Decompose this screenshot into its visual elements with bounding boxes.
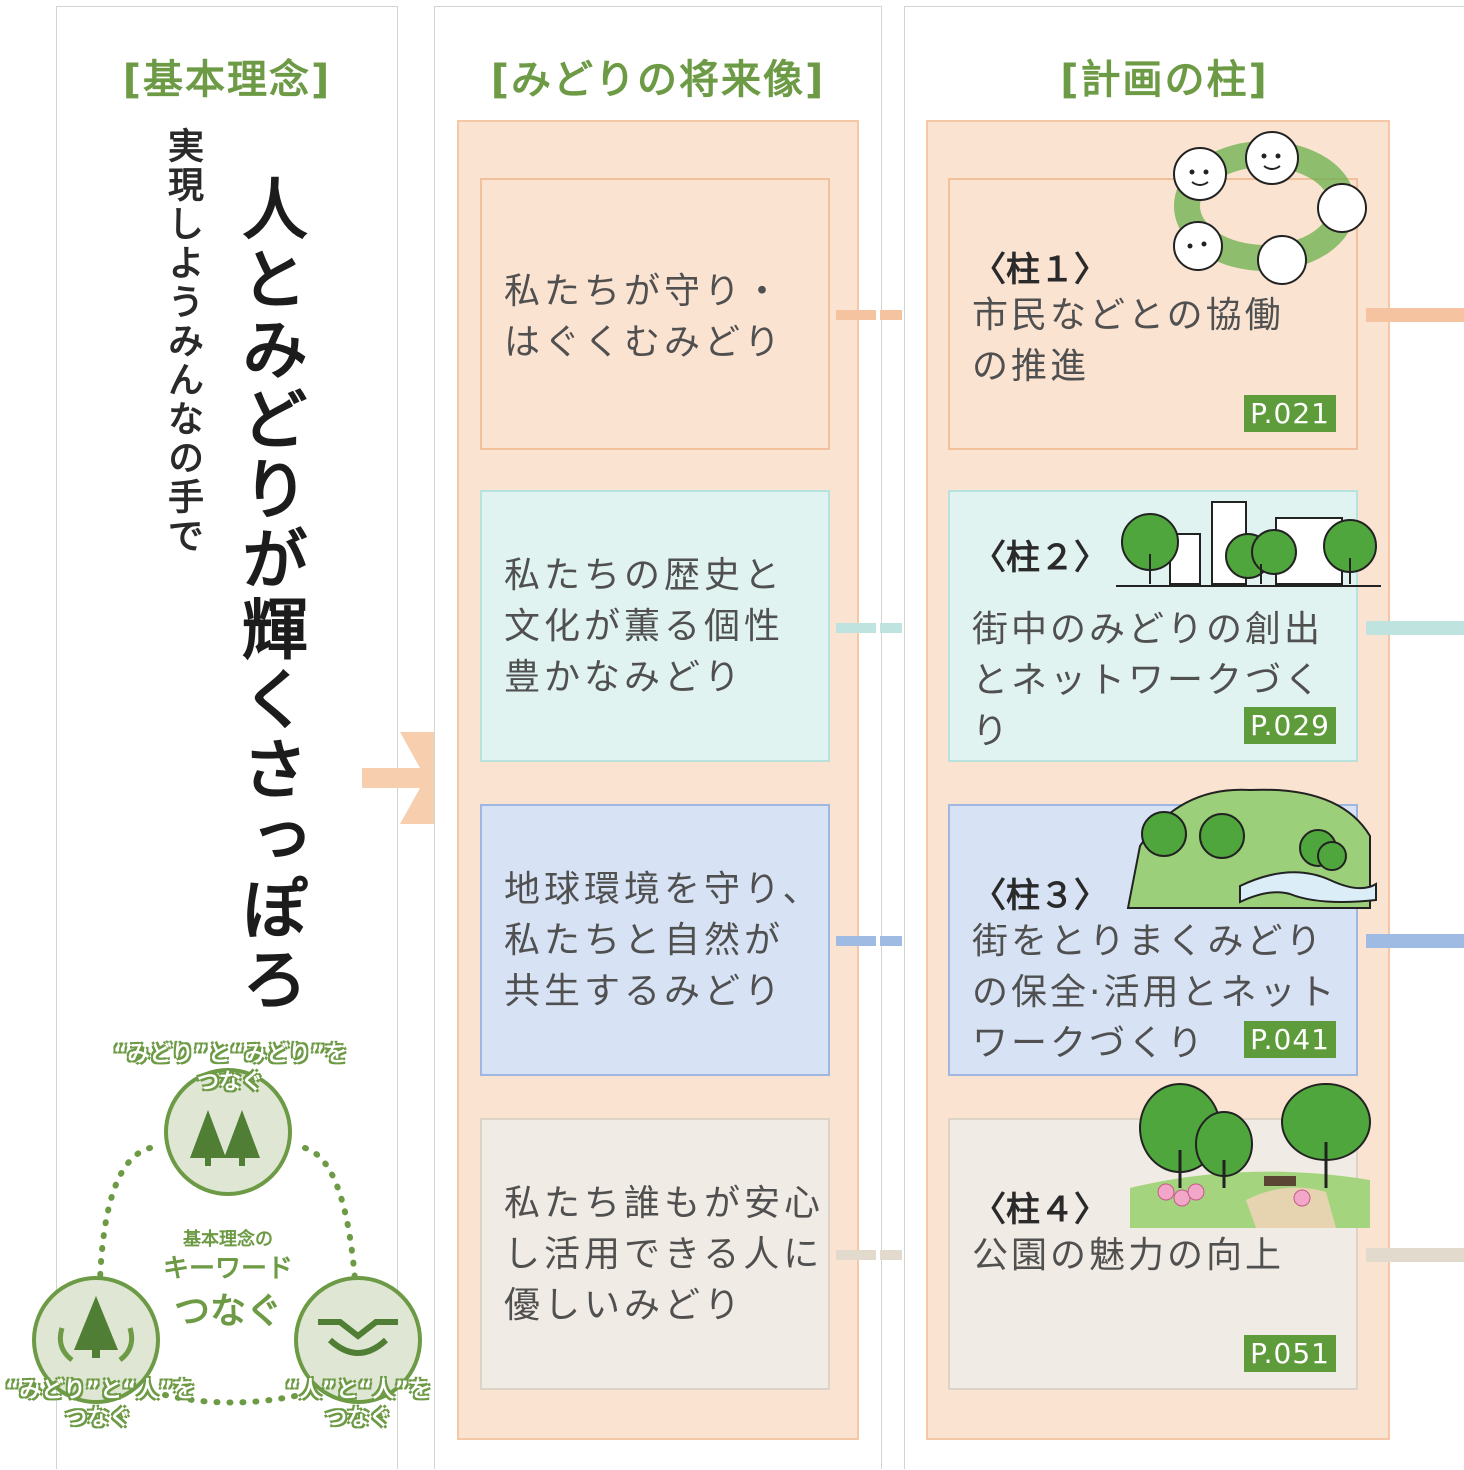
people-ring-illustration [1173,131,1367,285]
pillar-box-1: 〈柱１〉 市民などとの協働 の推進 P.021 [948,178,1358,450]
keyword-center-line2: キーワード [162,1254,293,1284]
vision-text-1: 私たちが守り・ はぐくむみどり [504,271,785,363]
exit-bar-4 [1366,1248,1464,1262]
hands-tree-icon [57,1296,135,1362]
pillar-text-3: 街をとりまくみどり の保全·活用とネット ワークづくり [972,921,1338,1064]
page-badge-3: P.041 [1244,1021,1336,1058]
keyword-right-line1: “人”と“人”を [285,1378,431,1403]
philosophy-main: 人とみどりが輝くさっぽろ [231,175,309,1015]
vision-text-4: 私たち誰もが安心 し活用できる人に 優しいみどり [504,1183,825,1326]
pillar-box-4: 〈柱４〉 公園の魅力の向上 P.051 [948,1118,1358,1390]
keyword-center-line1: 基本理念の [183,1229,273,1250]
vision-box-3: 地球環境を守り、 私たちと自然が 共生するみどり [480,804,830,1076]
pillar-label-2: 〈柱２〉 [972,538,1108,578]
vision-text-2: 私たちの歴史と 文化が薫る個性 豊かなみどり [504,555,785,698]
exit-bar-1 [1366,308,1464,322]
vision-box-1: 私たちが守り・ はぐくむみどり [480,178,830,450]
pillar-text-4: 公園の魅力の向上 [972,1235,1285,1276]
handshake-icon [318,1319,398,1356]
nature-river-illustration [1126,788,1377,909]
basic-philosophy-column: [基本理念] 実現しようみんなの手で 人とみどりが輝くさっぽろ [56,6,398,1469]
city-trees-illustration [1116,501,1381,587]
right-keyword-circle [294,1276,422,1404]
philosophy-subtitle: 実現しようみんなの手で [162,127,204,556]
vision-text-3: 地球環境を守り、 私たちと自然が 共生するみどり [504,869,823,1012]
tree-icon [190,1110,260,1166]
vision-heading: [みどりの将来像] [490,57,826,103]
pillar-label-4: 〈柱４〉 [972,1190,1108,1230]
keyword-left-line2: つなぐ [64,1406,131,1431]
keyword-top-line1: “みどり”と“みどり”を [113,1042,347,1067]
park-illustration [1130,1083,1371,1228]
pillars-heading: [計画の柱] [1060,57,1269,103]
top-keyword-circle [164,1068,292,1196]
page-badge-4: P.051 [1244,1335,1336,1372]
keyword-center-line3: つなぐ [173,1291,282,1332]
vision-box-2: 私たちの歴史と 文化が薫る個性 豊かなみどり [480,490,830,762]
pillar-label-3: 〈柱３〉 [972,876,1108,916]
connection-dots [97,1145,358,1406]
exit-bar-3 [1366,934,1464,948]
pillar-box-3: 〈柱３〉 街をとりまくみどり の保全·活用とネット ワークづくり P.041 [948,804,1358,1076]
pillar-label-1: 〈柱１〉 [972,250,1108,290]
keyword-left-line1: “みどり”と“人”を [5,1378,195,1403]
page-badge-1: P.021 [1244,395,1336,432]
basic-philosophy-heading: [基本理念] [122,57,332,103]
keyword-diagram [32,1068,422,1406]
page-badge-2: P.029 [1244,707,1336,744]
vision-box-4: 私たち誰もが安心 し活用できる人に 優しいみどり [480,1118,830,1390]
keyword-right-line2: つなぐ [324,1406,391,1431]
pillar-text-1: 市民などとの協働 の推進 [972,295,1284,387]
keyword-top-line2: つなぐ [196,1070,263,1095]
pillar-text-2: 街中のみどりの創出 とネットワークづくり [972,609,1324,752]
exit-bar-2 [1366,621,1464,635]
